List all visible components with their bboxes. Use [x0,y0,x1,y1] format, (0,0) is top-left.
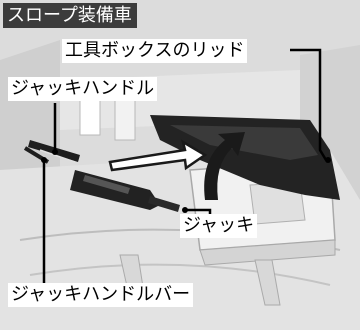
slope-equipped-badge: スロープ装備車 [3,3,137,28]
jack-label: ジャッキ [180,214,258,238]
jack-handle-bar-label: ジャッキハンドルバー [8,283,194,307]
tool-box-lid-label: 工具ボックスのリッド [62,39,248,63]
jack-handle-label: ジャッキハンドル [8,77,158,101]
